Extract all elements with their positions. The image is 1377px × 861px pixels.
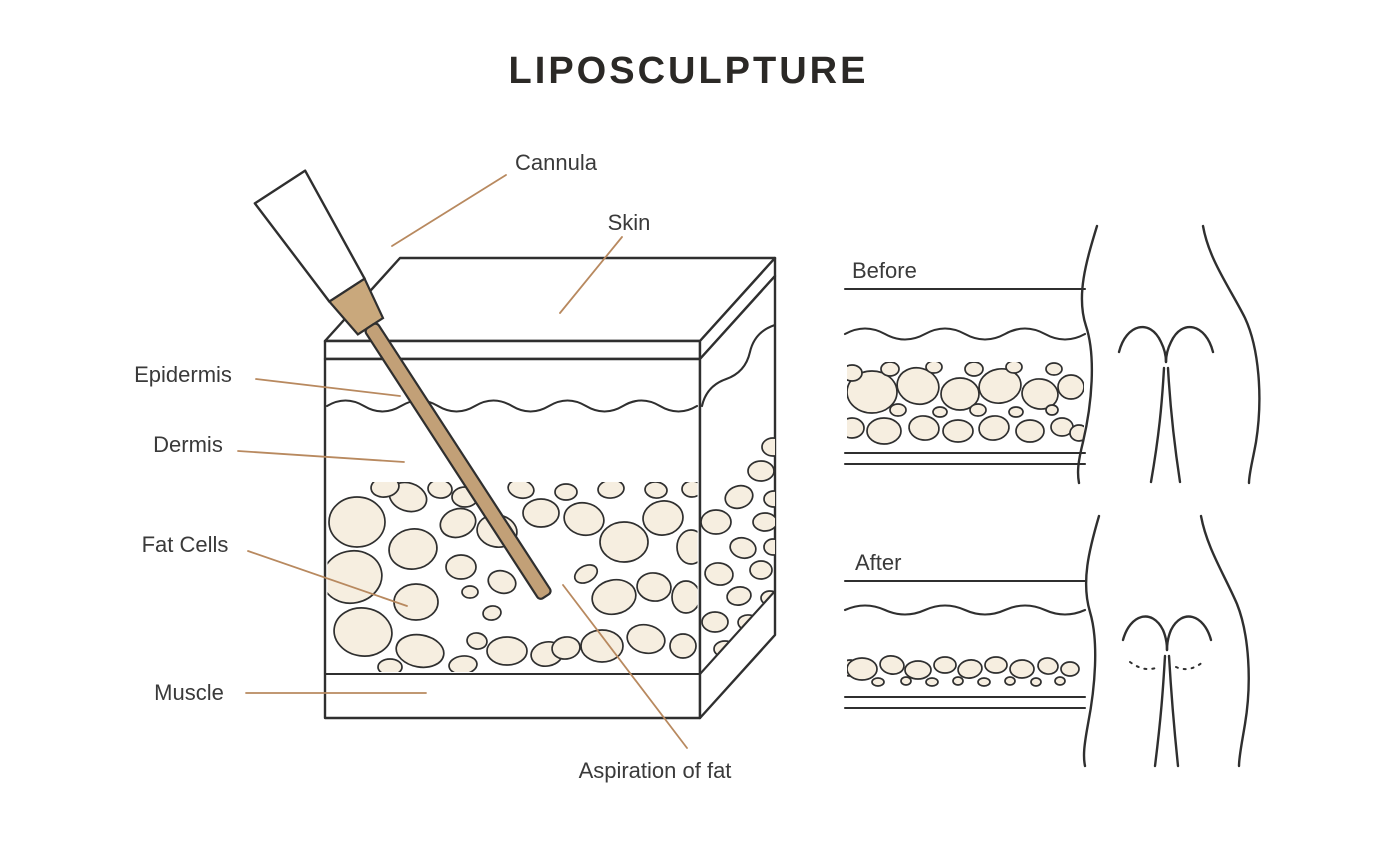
after-right-crease-dashed xyxy=(1175,661,1204,671)
after-body-outline xyxy=(1082,514,1250,768)
label-after: After xyxy=(855,550,901,575)
cannula-leader-line xyxy=(391,174,507,247)
cannula-hub xyxy=(327,277,385,336)
before-fat-layer xyxy=(847,362,1084,445)
before-body-outline xyxy=(1076,224,1261,485)
epidermis-leader-line xyxy=(255,378,401,397)
label-aspiration-of-fat: Aspiration of fat xyxy=(579,758,732,783)
after-wavy-line xyxy=(843,604,1087,616)
label-skin: Skin xyxy=(608,210,651,235)
label-dermis: Dermis xyxy=(153,432,223,457)
label-fat-cells: Fat Cells xyxy=(142,532,229,557)
fat-cells-layer-front xyxy=(327,482,698,672)
after-left-crease-dashed xyxy=(1129,661,1159,671)
after-fat-layer xyxy=(847,655,1080,687)
muscle-boundary-side xyxy=(698,589,777,676)
label-cannula: Cannula xyxy=(515,150,598,175)
page-title: LIPOSCULPTURE xyxy=(508,50,869,92)
fat-cells-leader-line xyxy=(247,550,408,607)
label-epidermis: Epidermis xyxy=(134,362,232,387)
skin-cross-section-block xyxy=(323,256,777,720)
aspiration-leader-line xyxy=(562,584,688,749)
cannula-tool xyxy=(253,169,552,600)
cannula-rod xyxy=(364,322,552,600)
fat-cells-layer-side xyxy=(701,437,775,658)
skin-leader-line xyxy=(559,236,623,314)
dermis-leader-line xyxy=(237,450,405,463)
leader-lines xyxy=(237,174,688,749)
label-muscle: Muscle xyxy=(154,680,224,705)
epidermis-wavy-line-side xyxy=(700,324,775,408)
epidermis-wavy-line-front xyxy=(325,399,699,413)
after-section: After xyxy=(843,514,1250,768)
skin-top-face xyxy=(323,256,777,343)
before-section: Before xyxy=(843,224,1261,485)
label-before: Before xyxy=(852,258,917,283)
before-wavy-line xyxy=(843,327,1087,341)
